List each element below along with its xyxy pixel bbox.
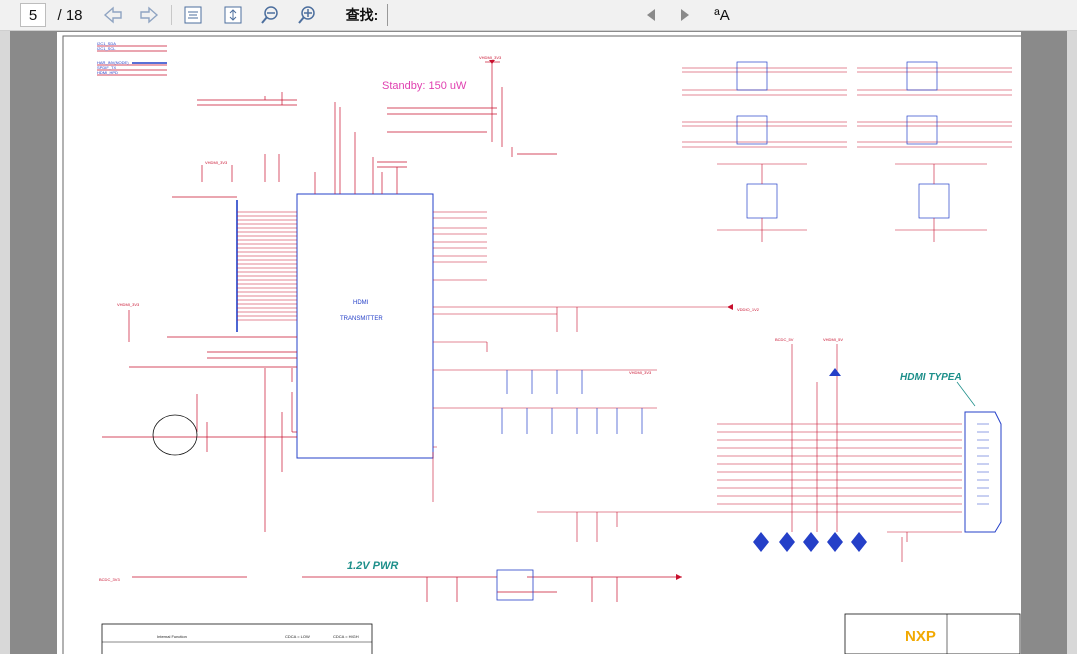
page-total: / 18 [57, 6, 83, 24]
right-gutter [1067, 31, 1077, 654]
net-vhdmi-5v: VHDMI_5V [823, 337, 843, 342]
fit-width-icon[interactable] [180, 3, 206, 27]
font-options-icon[interactable]: ªA [714, 6, 730, 24]
svg-text:NXP: NXP [905, 628, 936, 645]
hdmi-ic-title: HDMI [353, 300, 369, 306]
find-input[interactable] [387, 4, 608, 26]
svg-text:HAR_INV(NODE): HAR_INV(NODE) [97, 60, 129, 65]
table-header-high: CDCA = HIGH [333, 634, 359, 639]
net-bcdc-5v: BCDC_5V [775, 337, 794, 342]
prev-page-icon[interactable] [100, 3, 126, 27]
find-prev-icon[interactable] [638, 3, 664, 27]
svg-text:I2C1_SDA: I2C1_SDA [97, 41, 116, 46]
hdmi-typea-label: HDMI TYPEA [900, 372, 962, 383]
net-vhdmi3v3-top: VHDMI_3V3 [479, 55, 502, 60]
hdmi-ic-subtitle: TRANSMITTER [340, 316, 383, 322]
svg-text:I2C1_SCL: I2C1_SCL [97, 46, 116, 51]
table-header-low: CDCA = LOW [285, 634, 310, 639]
page-number-input[interactable]: 5 [20, 3, 46, 27]
svg-text:HDMI_HPD: HDMI_HPD [97, 70, 118, 75]
next-page-icon[interactable] [136, 3, 162, 27]
find-label: 查找: [345, 7, 379, 23]
standby-label: Standby: 150 uW [382, 80, 467, 92]
zoom-out-icon[interactable] [257, 3, 283, 27]
left-gutter [0, 31, 10, 654]
pdf-toolbar: 5 / 18 查找: ªA [0, 0, 1077, 31]
svg-text:SPDIF_TX: SPDIF_TX [97, 65, 116, 70]
pwr-section-title: 1.2V PWR [347, 560, 398, 572]
net-vhdmi3v3-left: VHDMI_3V3 [117, 302, 140, 307]
table-header-internal: Internal Function [157, 634, 187, 639]
fit-page-icon[interactable] [220, 3, 246, 27]
net-bcdc-3v3: BCDC_3V3 [99, 577, 120, 582]
find-next-icon[interactable] [672, 3, 698, 27]
net-vhdmi3v3-right: VHDMI_3V3 [629, 370, 652, 375]
net-vddio-1v2: VDDIO_1V2 [737, 307, 760, 312]
nxp-logo: NXP [905, 628, 936, 645]
zoom-in-icon[interactable] [294, 3, 320, 27]
net-vhdmi3v3-mid: VHDMI_3V3 [205, 160, 228, 165]
